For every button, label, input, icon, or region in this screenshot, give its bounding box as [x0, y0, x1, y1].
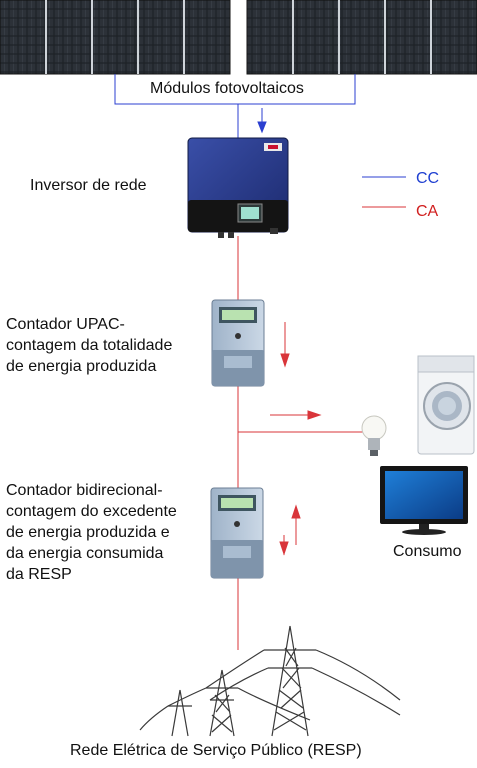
electricity-meter-icon — [211, 299, 265, 387]
monitor-icon — [380, 466, 468, 535]
solar-panel-icon — [0, 0, 231, 75]
grid-label: Rede Elétrica de Serviço Público (RESP) — [70, 742, 362, 759]
legend: CC CA — [362, 170, 439, 220]
legend-dc-label: CC — [416, 170, 439, 187]
power-pylon-icon — [139, 625, 401, 737]
consumption-label: Consumo — [393, 543, 462, 560]
legend-ac-label: CA — [416, 203, 439, 220]
panels-label: Módulos fotovoltaicos — [150, 80, 304, 97]
solar-panel-icon — [246, 0, 477, 75]
meter-bidirectional-label: Contador bidirecional- contagem do exced… — [6, 482, 177, 583]
ac-wiring — [237, 236, 365, 650]
washing-machine-icon — [417, 355, 475, 455]
electricity-meter-icon — [210, 487, 264, 579]
dc-wiring — [114, 74, 356, 138]
inverter-icon — [187, 137, 289, 238]
inverter-label: Inversor de rede — [30, 177, 147, 194]
meter-upac-label: Contador UPAC- contagem da totalidade de… — [6, 316, 173, 375]
light-bulb-icon — [361, 415, 387, 456]
